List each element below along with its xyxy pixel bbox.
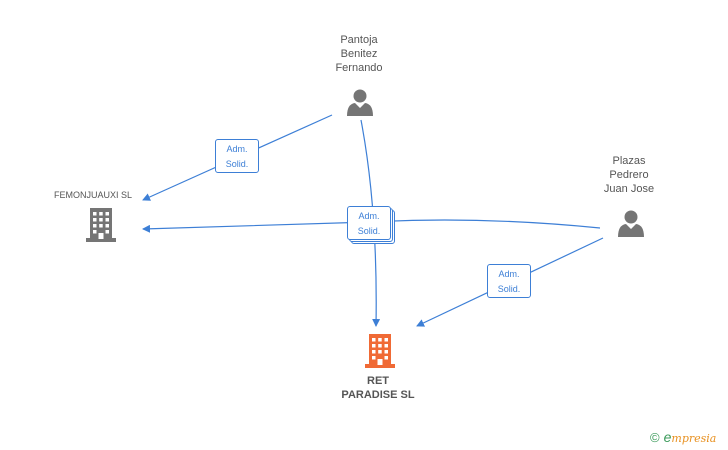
company-label-femonjuauxi: FEMONJUAUXI SL [54, 190, 133, 200]
empresia-logo[interactable]: ©empresia [650, 429, 716, 445]
role-badge[interactable]: Adm. Solid. [347, 206, 391, 240]
building-icon[interactable] [365, 334, 395, 368]
role-badge[interactable]: Adm. Solid. [487, 264, 531, 298]
brand-name: mpresia [671, 432, 717, 445]
company-label-ret-paradise: RET PARADISE SL [341, 375, 415, 401]
role-badge[interactable]: Adm. Solid. [215, 139, 259, 173]
brand-initial: e [663, 429, 672, 445]
person-icon[interactable] [346, 88, 374, 116]
person-icon[interactable] [617, 209, 645, 237]
copyright-symbol: © [650, 430, 660, 445]
person-label-pantoja: Pantoja Benitez Fernando [335, 34, 383, 74]
person-label-plazas: Plazas Pedrero Juan Jose [603, 155, 655, 195]
building-icon[interactable] [86, 208, 116, 242]
